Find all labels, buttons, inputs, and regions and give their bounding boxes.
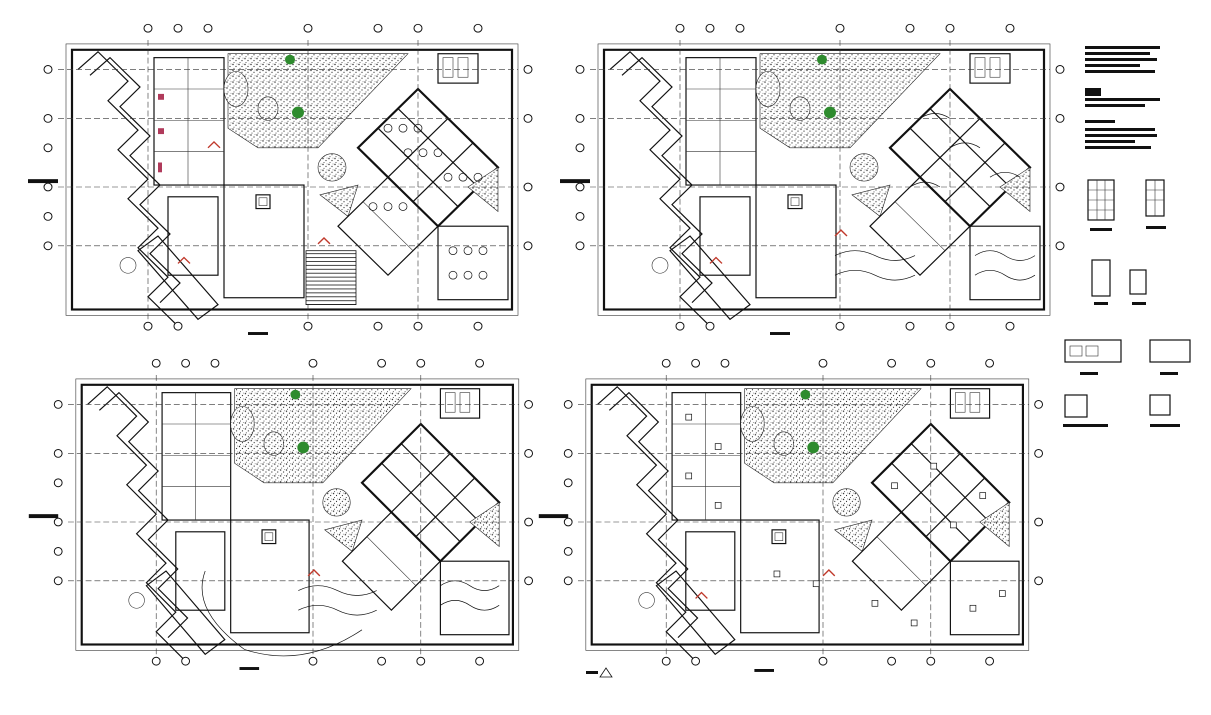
north-arrow-icon <box>586 667 613 678</box>
floor-plan-furniture <box>28 23 533 335</box>
floor-plan-circuits <box>28 358 534 670</box>
floor-plan-lighting <box>560 23 1065 335</box>
floor-plan-outlets <box>538 358 1044 672</box>
legend-notes <box>1085 46 1160 149</box>
window-details <box>1063 179 1191 427</box>
